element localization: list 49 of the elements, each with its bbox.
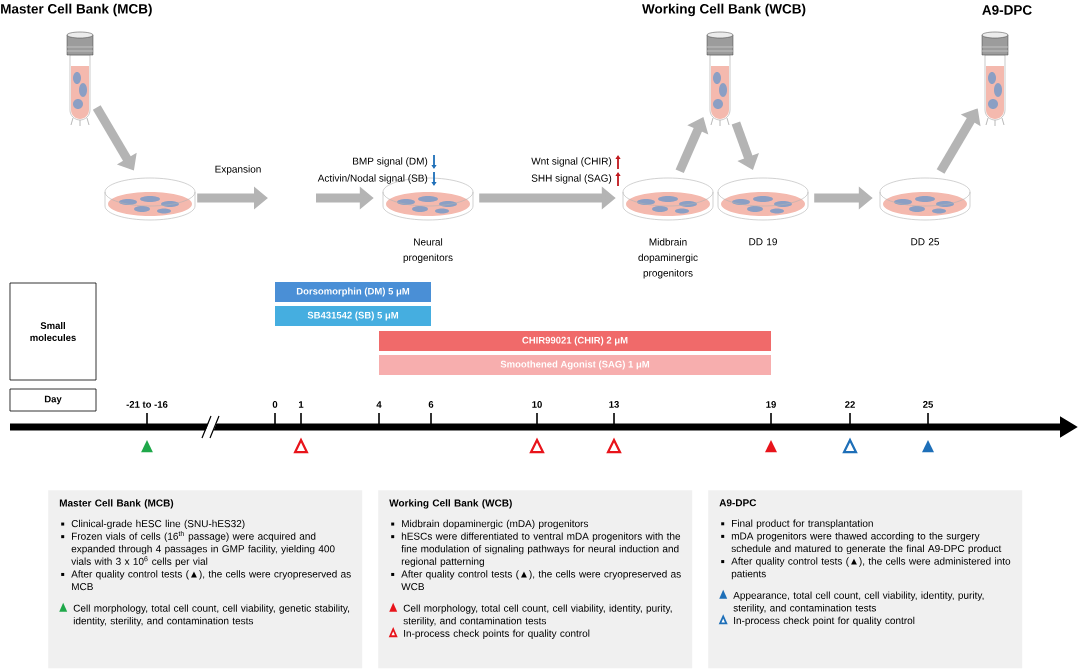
treatment-bar: CHIR99021 (CHIR) 2 μM <box>379 331 771 351</box>
tick-label: 1 <box>298 401 304 408</box>
legend-text: Cell morphology, total cell count, cell viability, identity, purity, sterility, and contamination tests <box>403 604 672 627</box>
tick-label: 4 <box>376 401 382 408</box>
legend-text: In-process check point for quality control <box>734 616 915 627</box>
bullet-item: Final product for transplantation <box>721 519 873 529</box>
panel-heading: Master Cell Bank (MCB) <box>59 499 174 509</box>
bullet-item: Clinical-grade hESC line (SNU-hES32) <box>61 519 245 530</box>
stage-heading: A9-DPC <box>982 5 1032 15</box>
tick-label: 22 <box>845 401 855 408</box>
panel-heading: Working Cell Bank (WCB) <box>389 499 512 509</box>
row-label-box: Small molecules <box>9 282 97 381</box>
tick-label: 0 <box>272 401 278 408</box>
legend-text: In-process check points for quality control <box>404 629 590 639</box>
tick-label: 19 <box>766 401 776 408</box>
dish-caption: DD 25 <box>911 238 940 246</box>
bullet-item: After quality control tests (▲), the cells were cryopreserved as WCB <box>391 570 681 591</box>
info-panel <box>708 490 1023 669</box>
legend-text: Cell morphology, total cell count, cell viability, genetic stability, identity, sterility, and contamination tests <box>73 604 350 627</box>
tick-label: 10 <box>532 401 542 408</box>
treatment-bar: Smoothened Agonist (SAG) 1 μM <box>379 355 771 375</box>
dish-caption: DD 19 <box>749 238 777 246</box>
info-panel <box>48 490 363 669</box>
treatment-bar: Dorsomorphin (DM) 5 μM <box>275 282 431 302</box>
tick-label: -21 to -16 <box>126 401 168 408</box>
panel-heading: A9-DPC <box>719 499 757 507</box>
tick-label: 6 <box>428 401 434 408</box>
treatment-bar: SB431542 (SB) 5 μM <box>275 306 431 326</box>
tick-label: 13 <box>609 401 619 408</box>
signal-label: BMP signal (DM) <box>353 157 428 167</box>
bullet-item: After quality control tests (▲), the cells were cryopreserved as MCB <box>61 570 351 591</box>
bullet-item: hESCs were differentiated to ventral mDA progenitors with the fine modulation of signaling pathways for neural induction and regional patterning <box>391 532 681 567</box>
signal-label: Activin/Nodal signal (SB) <box>317 174 428 184</box>
tick-label: 25 <box>923 401 933 408</box>
info-panel <box>378 490 693 669</box>
edge-label: Expansion <box>215 165 261 175</box>
bullet-item: Midbrain dopaminergic (mDA) progenitors <box>391 519 589 530</box>
dish-caption: Midbrain dopaminergic progenitors <box>638 238 698 279</box>
signal-label: SHH signal (SAG) <box>531 174 612 184</box>
petri-dish-drawing <box>104 177 196 221</box>
bullet-item: After quality control tests (▲), the cells were administered into patients <box>721 557 1011 580</box>
row-label-box: Day <box>9 388 97 412</box>
signal-label: Wnt signal (CHIR) <box>531 157 612 167</box>
dish-caption: Neural progenitors <box>403 238 453 263</box>
bullet-item: mDA progenitors were thawed according to the surgery schedule and matured to generate the final A9-DPC product <box>721 532 1002 555</box>
stage-heading: Working Cell Bank (WCB) <box>642 3 806 17</box>
stage-heading: Master Cell Bank (MCB) <box>1 3 152 17</box>
bullet-item: Frozen vials of cells (16$^{th}$ passage) were acquired and expanded through 4 passages in GMP facility, yielding 400 vials with 3 x 10$^{6}$ cells per vial <box>61 530 335 567</box>
legend-text: Appearance, total cell count, cell viability, identity, purity, sterility, and contamination tests <box>733 591 984 614</box>
